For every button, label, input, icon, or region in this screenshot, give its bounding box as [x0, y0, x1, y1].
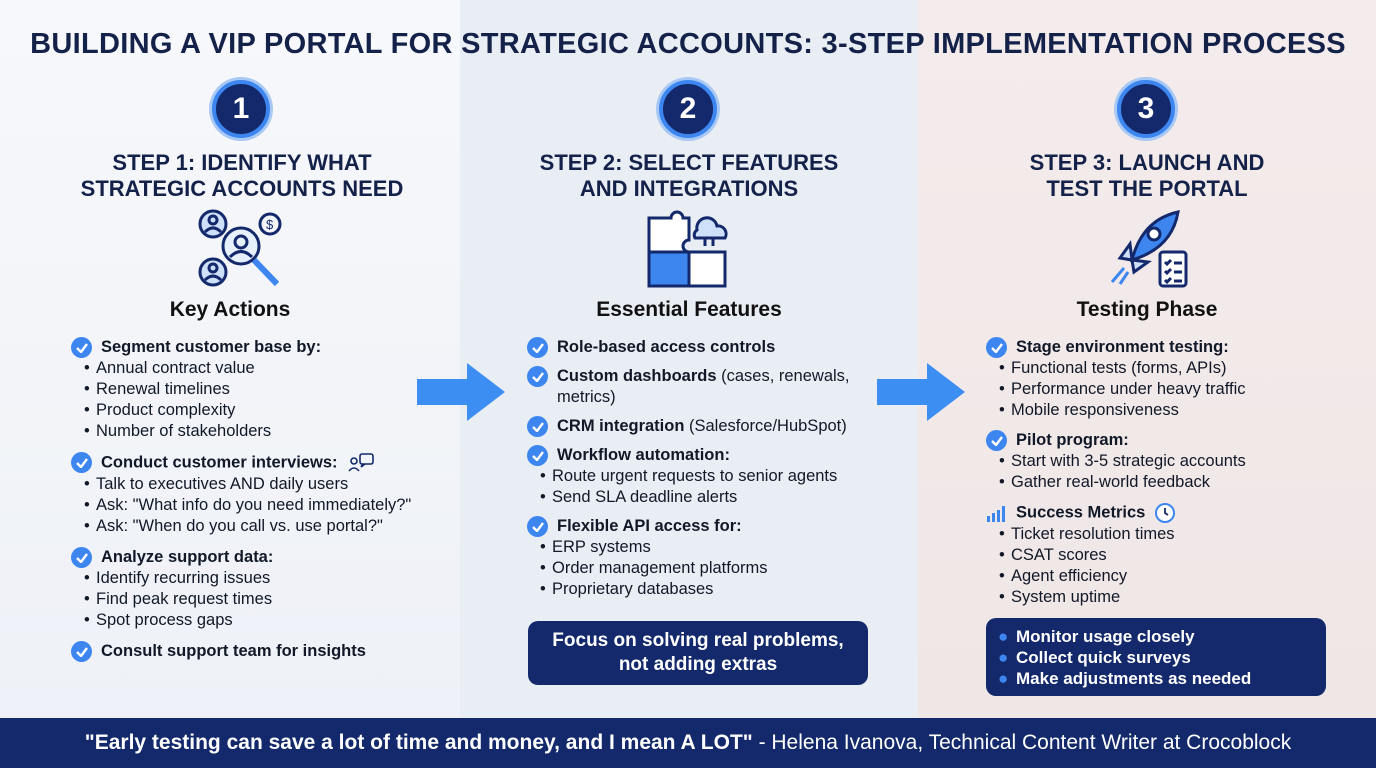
- list-item: Workflow automation:: [527, 445, 907, 466]
- clock-icon: [1154, 503, 1175, 523]
- list-subitem: Send SLA deadline alerts: [527, 487, 907, 508]
- list-subitem: Number of stakeholders: [71, 421, 456, 442]
- callout-item: ●Collect quick surveys: [998, 648, 1191, 667]
- step-3-column: 3 STEP 3: LAUNCH AND TEST THE PORTAL Tes…: [918, 0, 1376, 718]
- step-2-badge: 2: [659, 80, 717, 138]
- list-subitem: Talk to executives AND daily users: [71, 474, 456, 495]
- callout-item: ●Monitor usage closely: [998, 627, 1195, 646]
- list-item: Stage environment testing:: [986, 337, 1366, 358]
- list-item: Flexible API access for:: [527, 516, 907, 537]
- list-subitem: CSAT scores: [986, 545, 1366, 566]
- list-subitem: System uptime: [986, 587, 1366, 608]
- testing-phase-heading: Testing Phase: [1076, 298, 1218, 321]
- check-icon: [527, 445, 548, 466]
- step-2-title: STEP 2: SELECT FEATURES AND INTEGRATIONS: [539, 150, 839, 201]
- step-1-title: STEP 1: IDENTIFY WHAT STRATEGIC ACCOUNTS…: [80, 150, 404, 201]
- check-icon: [71, 337, 92, 358]
- puzzle-cloud-icon: [647, 210, 728, 288]
- arrow-right-icon: [417, 363, 505, 421]
- chat-user-icon: [348, 453, 374, 472]
- list-subitem: ERP systems: [527, 537, 907, 558]
- svg-text:$: $: [266, 217, 274, 232]
- check-icon: [527, 337, 548, 358]
- list-subitem: Renewal timelines: [71, 379, 456, 400]
- check-icon: [986, 430, 1007, 451]
- list-subitem: Proprietary databases: [527, 579, 907, 600]
- list-subitem: Route urgent requests to senior agents: [527, 466, 907, 487]
- list-subitem: Performance under heavy traffic: [986, 379, 1366, 400]
- list-subitem: Functional tests (forms, APIs): [986, 358, 1366, 379]
- list-subitem: Gather real-world feedback: [986, 472, 1366, 493]
- list-subitem: Find peak request times: [71, 589, 456, 610]
- list-item: Segment customer base by:: [71, 337, 456, 358]
- list-subitem: Identify recurring issues: [71, 568, 456, 589]
- page-title: BUILDING A VIP PORTAL FOR STRATEGIC ACCO…: [30, 28, 1346, 60]
- quote-footer: "Early testing can save a lot of time an…: [0, 718, 1376, 768]
- step-1-badge: 1: [212, 80, 270, 138]
- list-item: Conduct customer interviews:: [71, 452, 456, 474]
- bar-chart-icon: [986, 502, 1007, 523]
- list-subitem: Ticket resolution times: [986, 524, 1366, 545]
- list-subitem: Mobile responsiveness: [986, 400, 1366, 421]
- arrow-right-icon: [877, 363, 965, 421]
- list-item: Analyze support data:: [71, 547, 456, 568]
- quote-attribution: - Helena Ivanova, Technical Content Writ…: [752, 731, 1292, 754]
- list-item: Success Metrics: [986, 502, 1366, 524]
- check-icon: [71, 452, 92, 473]
- quote-text: "Early testing can save a lot of time an…: [84, 731, 753, 754]
- check-icon: [527, 516, 548, 537]
- list-subitem: Ask: "When do you call vs. use portal?": [71, 516, 456, 537]
- step-2-column: 2 STEP 2: SELECT FEATURES AND INTEGRATIO…: [460, 0, 918, 718]
- list-item: CRM integration (Salesforce/HubSpot): [527, 416, 907, 437]
- check-icon: [71, 641, 92, 662]
- list-item: Pilot program:: [986, 430, 1366, 451]
- rocket-checklist-icon: [1110, 210, 1188, 288]
- step-3-title: STEP 3: LAUNCH AND TEST THE PORTAL: [1029, 150, 1265, 201]
- check-icon: [527, 366, 548, 387]
- focus-callout: Focus on solving real problems, not addi…: [528, 621, 868, 685]
- key-actions-list: Segment customer base by: Annual contrac…: [71, 337, 456, 662]
- list-subitem: Product complexity: [71, 400, 456, 421]
- essential-features-heading: Essential Features: [596, 298, 782, 321]
- list-subitem: Annual contract value: [71, 358, 456, 379]
- check-icon: [986, 337, 1007, 358]
- list-item: Role-based access controls: [527, 337, 907, 358]
- list-item: Consult support team for insights: [71, 641, 456, 662]
- step-3-badge: 3: [1117, 80, 1175, 138]
- features-list: Role-based access controls Custom dashbo…: [527, 337, 907, 600]
- people-search-icon: $: [198, 209, 282, 287]
- monitor-callout: ●Monitor usage closely ●Collect quick su…: [986, 618, 1326, 696]
- callout-item: ●Make adjustments as needed: [998, 669, 1252, 688]
- list-item: Custom dashboards (cases, renewals, metr…: [527, 366, 867, 408]
- check-icon: [527, 416, 548, 437]
- key-actions-heading: Key Actions: [169, 298, 291, 321]
- list-subitem: Spot process gaps: [71, 610, 456, 631]
- step-1-column: 1 STEP 1: IDENTIFY WHAT STRATEGIC ACCOUN…: [0, 0, 460, 718]
- list-subitem: Start with 3-5 strategic accounts: [986, 451, 1366, 472]
- check-icon: [71, 547, 92, 568]
- testing-list: Stage environment testing: Functional te…: [986, 337, 1366, 608]
- list-subitem: Order management platforms: [527, 558, 907, 579]
- list-subitem: Ask: "What info do you need immediately?…: [71, 495, 456, 516]
- list-subitem: Agent efficiency: [986, 566, 1366, 587]
